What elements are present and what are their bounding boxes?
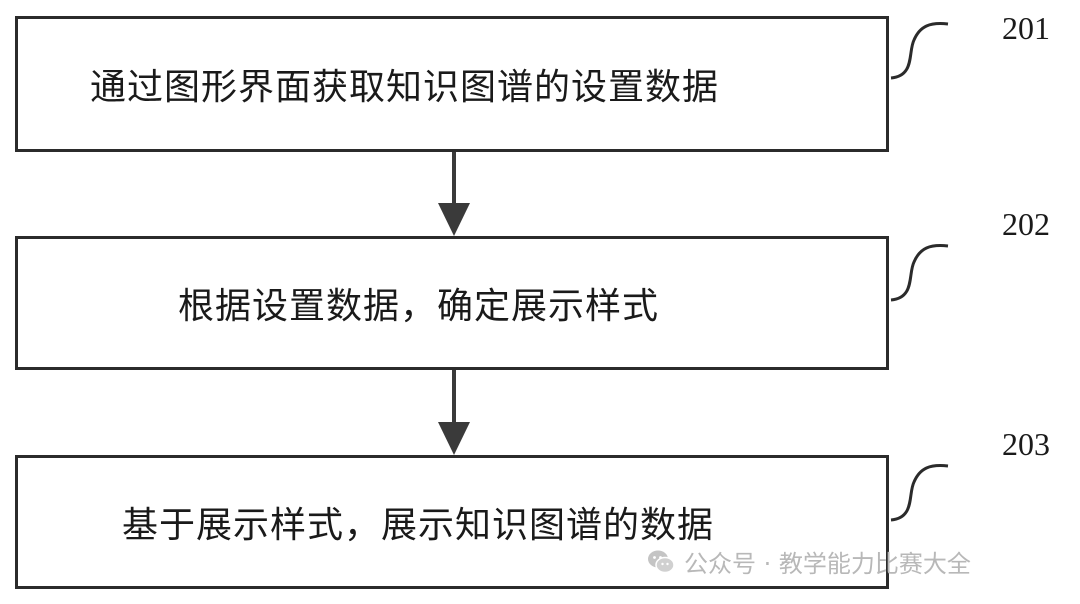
step-number-202: 202 [1002,206,1050,242]
wechat-icon [648,550,675,573]
step-number-201: 201 [1002,10,1050,46]
step-label-201: 通过图形界面获取知识图谱的设置数据 [90,67,720,108]
leader-line-202 [890,244,949,302]
step-box-203: 基于展示样式，展示知识图谱的数据 [15,455,889,589]
arrow-201-to-202 [438,152,470,236]
step-label-202: 根据设置数据，确定展示样式 [178,286,660,327]
leader-line-203 [890,464,949,522]
step-box-202: 根据设置数据，确定展示样式 [15,236,889,370]
leader-line-201 [890,22,949,80]
step-number-203: 203 [1002,426,1050,462]
watermark: 公众号 · 教学能力比赛大全 [646,544,971,579]
step-label-203: 基于展示样式，展示知识图谱的数据 [122,505,715,546]
arrow-202-to-203 [438,370,470,455]
step-box-201: 通过图形界面获取知识图谱的设置数据 [15,16,889,152]
watermark-text: 公众号 · 教学能力比赛大全 [684,550,971,578]
